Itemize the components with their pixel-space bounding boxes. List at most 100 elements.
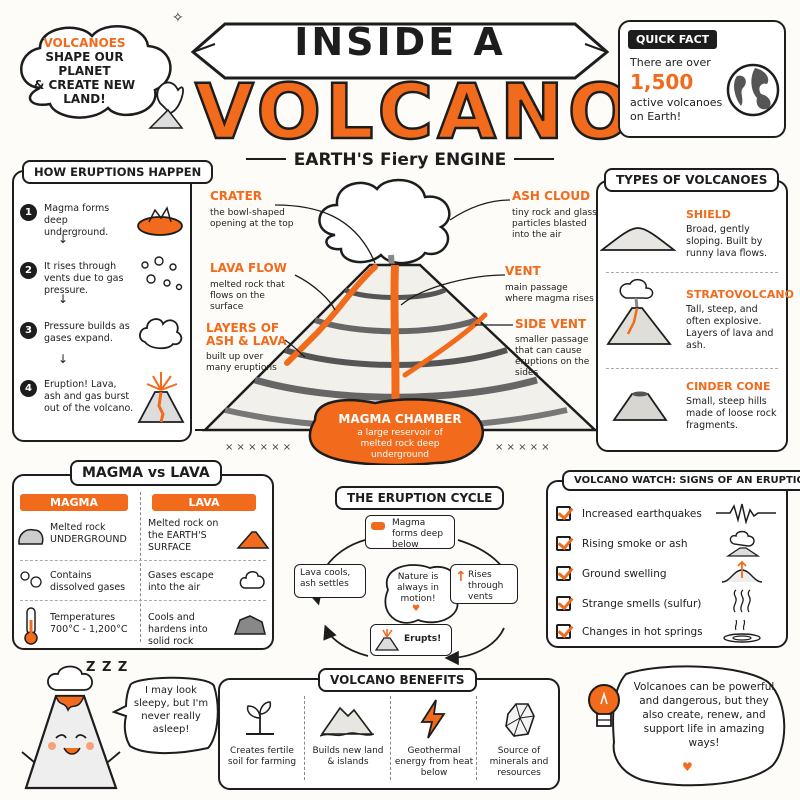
type-desc: Small, steep hills made of loose rock fr… — [686, 396, 777, 431]
quick-fact-number: 1,500 — [630, 70, 694, 94]
label-layers-title: LAYERS OF ASH & LAVA — [206, 321, 287, 348]
ash-cloud-shape — [318, 178, 451, 265]
title-banner — [190, 22, 610, 80]
subtitle: EARTH'S Fiery ENGINE — [293, 150, 507, 170]
cycle-step-text: Erupts! — [404, 634, 442, 644]
watch-item-text: Strange smells (sulfur) — [582, 598, 702, 610]
label-ash-cloud-desc: tiny rock and glass particles blasted in… — [512, 208, 597, 240]
globe-icon — [726, 63, 780, 117]
types-divider — [606, 368, 778, 369]
label-layers-desc: built up over many eruptions — [206, 352, 277, 373]
benefit-text: Geothermal energy from heat below — [394, 746, 474, 778]
benefits-box — [218, 678, 560, 790]
svg-text:× × × × ×: × × × × × — [495, 442, 550, 453]
cycle-step-text: Rises through vents — [468, 570, 504, 602]
svg-text:× × × × × ×: × × × × × × — [225, 442, 291, 453]
lava-row-text: Cools and hardens into solid rock — [148, 612, 208, 647]
how-eruptions-title: HOW ERUPTIONS HAPPEN — [22, 160, 214, 184]
checkbox-icon — [556, 506, 571, 521]
benefits-divider — [304, 696, 305, 780]
benefits-divider — [476, 696, 477, 780]
cloud-note-text: VOLCANOES SHAPE OUR PLANET & CREATE NEW … — [22, 36, 147, 106]
benefits-divider — [390, 696, 391, 780]
cloud-note-shape — [20, 25, 184, 129]
quick-fact-label: QUICK FACT — [628, 30, 718, 49]
label-lava-flow-desc: melted rock that flows on the surface — [210, 280, 285, 312]
magma-row-text: Melted rock UNDERGROUND — [50, 522, 127, 545]
hot-spring-icon — [723, 619, 761, 643]
cloud-note-highlight: VOLCANOES — [43, 36, 126, 50]
title-main: VOLCANO — [194, 67, 637, 156]
label-ash-cloud-title: ASH CLOUD — [512, 189, 591, 203]
quick-fact-line3: on Earth! — [630, 110, 682, 123]
cloud-note-line: & CREATE NEW — [33, 78, 136, 92]
cycle-step-box — [450, 564, 518, 604]
step-number: 2 — [20, 262, 37, 279]
cycle-step-text: Magma forms deep below — [392, 518, 444, 550]
quick-fact-line1: There are over — [630, 56, 711, 69]
sprout-icon — [246, 701, 274, 735]
cinder-cone-icon — [612, 391, 668, 421]
stratovolcano-icon — [606, 278, 672, 345]
benefit-text: Creates fertile soil for farming — [227, 746, 297, 767]
benefit-text: Builds new land & islands — [312, 746, 384, 767]
checkbox-icon — [556, 624, 571, 639]
magma-chamber-shape — [308, 398, 485, 465]
heart-icon: ♥ — [412, 604, 421, 614]
arrow-down-icon: ↓ — [58, 232, 69, 246]
cycle-step-box — [294, 564, 366, 598]
types-title: TYPES OF VOLCANOES — [604, 168, 780, 192]
subtitle-rule-left — [246, 158, 286, 160]
bubbles-icon — [20, 571, 42, 588]
checkbox-icon — [556, 536, 571, 551]
gas-bubbles-icon — [141, 256, 183, 291]
zzz-text: Z Z Z — [86, 660, 129, 675]
benefits-title: VOLCANO BENEFITS — [318, 668, 477, 692]
cycle-center-text: Nature is always in motion! — [397, 572, 439, 604]
cycle-title: THE ERUPTION CYCLE — [335, 486, 505, 510]
label-side-vent-title: SIDE VENT — [515, 317, 587, 331]
label-vent-desc: main passage where magma rises — [505, 283, 594, 304]
closing-bubble-shape — [612, 665, 786, 787]
checkbox-icon — [556, 596, 571, 611]
magma-blob-icon — [137, 206, 183, 236]
lava-flow-icon — [236, 531, 270, 549]
magma-lava-row-divider — [20, 600, 266, 601]
step-text: It rises through vents due to gas pressu… — [44, 261, 124, 296]
erupting-volcano-icon — [137, 372, 185, 423]
label-crater-desc: the bowl-shaped opening at the top — [210, 208, 294, 229]
arrow-up-icon: ↑ — [455, 569, 467, 585]
step-number: 1 — [20, 204, 37, 221]
smoke-plume-icon — [725, 530, 761, 557]
lightbulb-icon — [588, 684, 620, 727]
magma-row-text: Contains dissolved gases — [50, 570, 126, 593]
mascot-volcano-icon — [21, 665, 121, 790]
volcano-diagram: × × × × × × × × × × × — [195, 178, 605, 465]
lightning-bolt-icon — [420, 699, 446, 739]
cycle-step-text: Lava cools, ash settles — [300, 568, 351, 589]
cycle-step-box — [365, 515, 455, 549]
cloud-note-line: LAND! — [63, 92, 106, 106]
fumes-icon — [733, 589, 751, 613]
label-side-vent-desc: smaller passage that can cause eruptions… — [515, 335, 590, 378]
arrow-down-icon: ↓ — [58, 352, 69, 366]
watch-box — [546, 480, 788, 648]
magma-row-text: Temperatures 700°C - 1,200°C — [50, 612, 128, 635]
watch-item-text: Increased earthquakes — [582, 508, 702, 520]
watch-title: VOLCANO WATCH: SIGNS OF AN ERUPTION — [562, 470, 800, 491]
rock-icon — [18, 528, 44, 545]
speech-bubble-shape — [112, 676, 219, 755]
type-desc: Broad, gently sloping. Built by runny la… — [686, 224, 768, 259]
type-name: SHIELD — [686, 208, 731, 221]
ground-swell-icon — [721, 560, 763, 583]
label-leader-lines — [274, 199, 514, 358]
crystal-icon — [505, 703, 535, 737]
thermometer-icon — [24, 607, 38, 645]
quick-fact-line2: active volcanoes — [630, 96, 723, 109]
seismograph-icon — [716, 503, 776, 524]
magma-lava-row-divider — [20, 560, 266, 561]
step-number: 4 — [20, 380, 37, 397]
cloud-note-line: SHAPE OUR PLANET — [45, 50, 124, 78]
watch-item-text: Ground swelling — [582, 568, 667, 580]
smoke-icon — [239, 571, 265, 589]
